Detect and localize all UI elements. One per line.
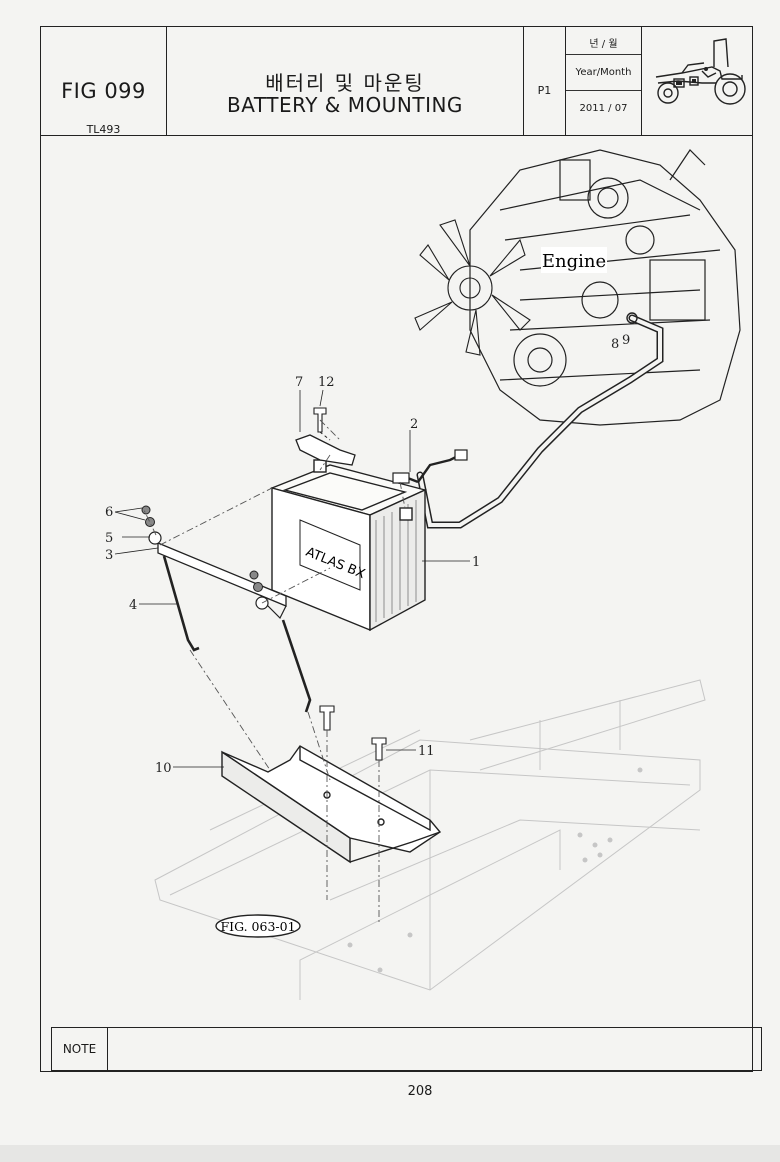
hook-bolt-part-4 bbox=[281, 619, 312, 713]
assembly-guide-lines bbox=[143, 419, 406, 925]
figure-number: FIG 099 bbox=[61, 79, 146, 103]
callout-7: 7 bbox=[295, 375, 303, 390]
nut-part-6 bbox=[141, 505, 151, 515]
date-label-english: Year/Month bbox=[575, 67, 632, 78]
callout-8: 8 bbox=[611, 337, 619, 352]
cable-connector bbox=[454, 449, 468, 461]
battery-drawing bbox=[269, 459, 428, 632]
chassis-frame-drawing bbox=[154, 679, 706, 1000]
nut-part-6 bbox=[145, 517, 155, 527]
callout-10: 10 bbox=[155, 761, 172, 776]
exploded-parts-diagram: Engine ATLAS BX bbox=[105, 149, 741, 1000]
hook-bolt-part-4 bbox=[162, 555, 200, 652]
callout-5: 5 bbox=[105, 531, 113, 546]
note-row: NOTE bbox=[51, 1027, 762, 1071]
scan-edge-strip bbox=[0, 1145, 780, 1162]
drawing-frame bbox=[40, 135, 753, 1072]
title-korean: 배터리 및 마운팅 bbox=[265, 71, 425, 95]
cable-terminal-engine bbox=[626, 312, 638, 324]
battery-tray-part-10 bbox=[221, 745, 442, 864]
callout-9: 9 bbox=[622, 333, 630, 348]
model-code: TL493 bbox=[86, 123, 121, 136]
callout-2: 2 bbox=[410, 417, 418, 432]
chassis-bolt-holes bbox=[347, 767, 643, 973]
note-label: NOTE bbox=[52, 1028, 108, 1070]
callout-12: 12 bbox=[318, 375, 335, 390]
nut-part bbox=[249, 570, 259, 580]
tractor-icon-cell bbox=[641, 26, 753, 136]
reference-label-ellipse bbox=[215, 914, 301, 938]
engine-drawing bbox=[469, 149, 741, 426]
date-label-korean: 년 / 월 bbox=[589, 39, 618, 50]
reference-label: FIG. 063-01 bbox=[220, 919, 295, 934]
ground-cable-outline bbox=[416, 314, 664, 529]
callout-6: 6 bbox=[105, 505, 113, 520]
title-cell: 배터리 및 마운팅 BATTERY & MOUNTING bbox=[166, 26, 524, 136]
tractor-icon bbox=[655, 38, 746, 105]
callout-11: 11 bbox=[418, 744, 435, 759]
hold-down-bracket-part-3 bbox=[157, 542, 287, 607]
date-divider bbox=[566, 90, 641, 91]
leader-dash bbox=[319, 431, 331, 441]
cable-terminal bbox=[392, 472, 410, 484]
engine-fan-drawing bbox=[414, 219, 531, 356]
ground-cable bbox=[418, 316, 662, 527]
callout-4: 4 bbox=[129, 598, 137, 613]
callout-3: 3 bbox=[105, 548, 113, 563]
battery-clamp-part bbox=[295, 434, 356, 466]
engine-label: Engine bbox=[542, 251, 606, 272]
engine-label-box bbox=[541, 247, 607, 273]
page-code: P1 bbox=[537, 84, 552, 97]
title-english: BATTERY & MOUNTING bbox=[227, 93, 463, 117]
bracket-tab bbox=[261, 599, 287, 620]
date-divider bbox=[566, 54, 641, 55]
date-value: 2011 / 07 bbox=[579, 103, 628, 114]
callout-leaders bbox=[114, 389, 470, 768]
callout-1: 1 bbox=[472, 555, 480, 570]
page-number: 208 bbox=[407, 1084, 433, 1099]
nut-part bbox=[253, 582, 263, 592]
figure-number-cell: FIG 099 TL493 bbox=[40, 26, 167, 136]
bolt-part-11 bbox=[319, 705, 387, 761]
